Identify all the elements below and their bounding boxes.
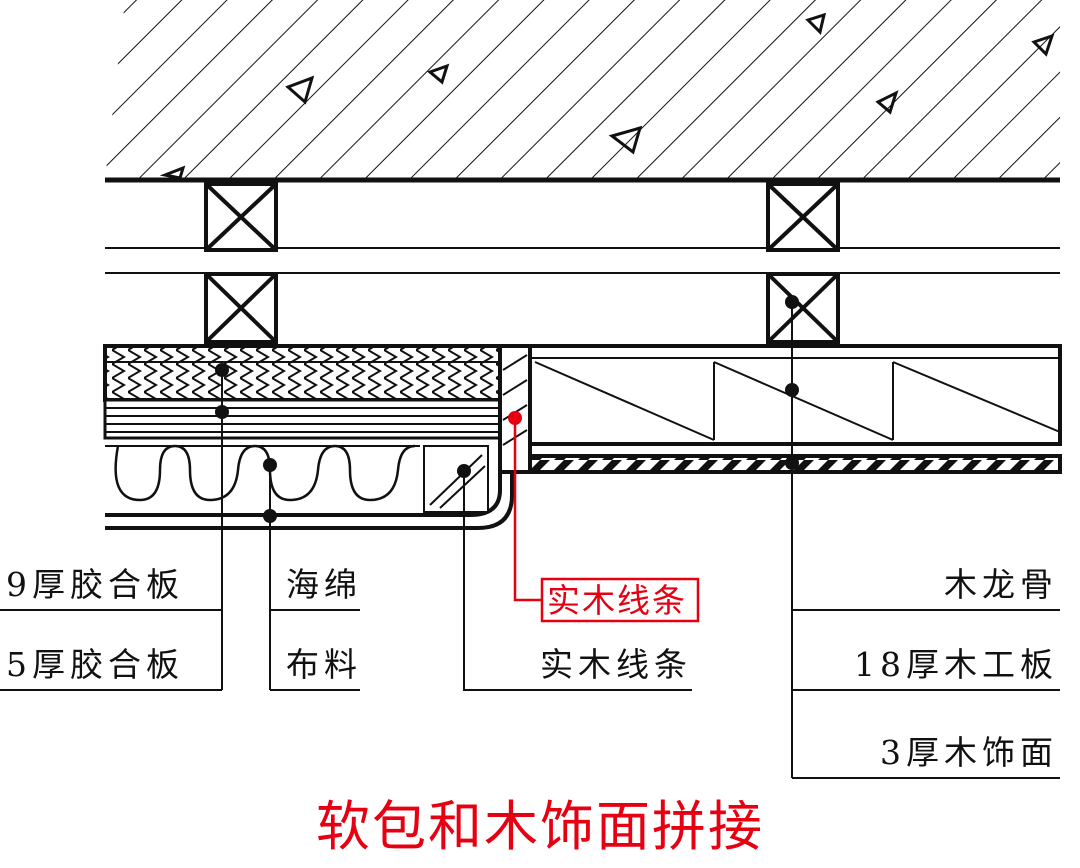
wood-joist-left [204,182,278,344]
wood-panel [528,344,1062,474]
leader-lines [0,302,1060,779]
label-blockboard-18: 18厚木工板 [854,645,1058,684]
red-label-box [540,577,700,623]
section-drawing: 9厚胶合板 5厚胶合板 海绵 布料 实木线条 实木线条 木龙骨 18厚木工板 3… [0,0,1062,779]
label-fabric: 布料 [286,645,362,684]
soft-pack-panel [103,344,514,530]
label-plywood-5: 5厚胶合板 [6,645,184,684]
label-wood-keel: 木龙骨 [944,565,1058,604]
wood-joist-right [766,182,840,344]
red-leader-line [513,418,542,602]
concrete-wall [105,0,1060,183]
label-sponge: 海绵 [286,565,362,604]
label-wood-strip-callout: 实木线条 [547,581,687,620]
label-veneer-3: 3厚木饰面 [880,733,1058,772]
label-wood-strip: 实木线条 [540,645,692,684]
drawing-title: 软包和木饰面拼接 [316,795,764,858]
label-plywood-9: 9厚胶合板 [6,565,184,604]
